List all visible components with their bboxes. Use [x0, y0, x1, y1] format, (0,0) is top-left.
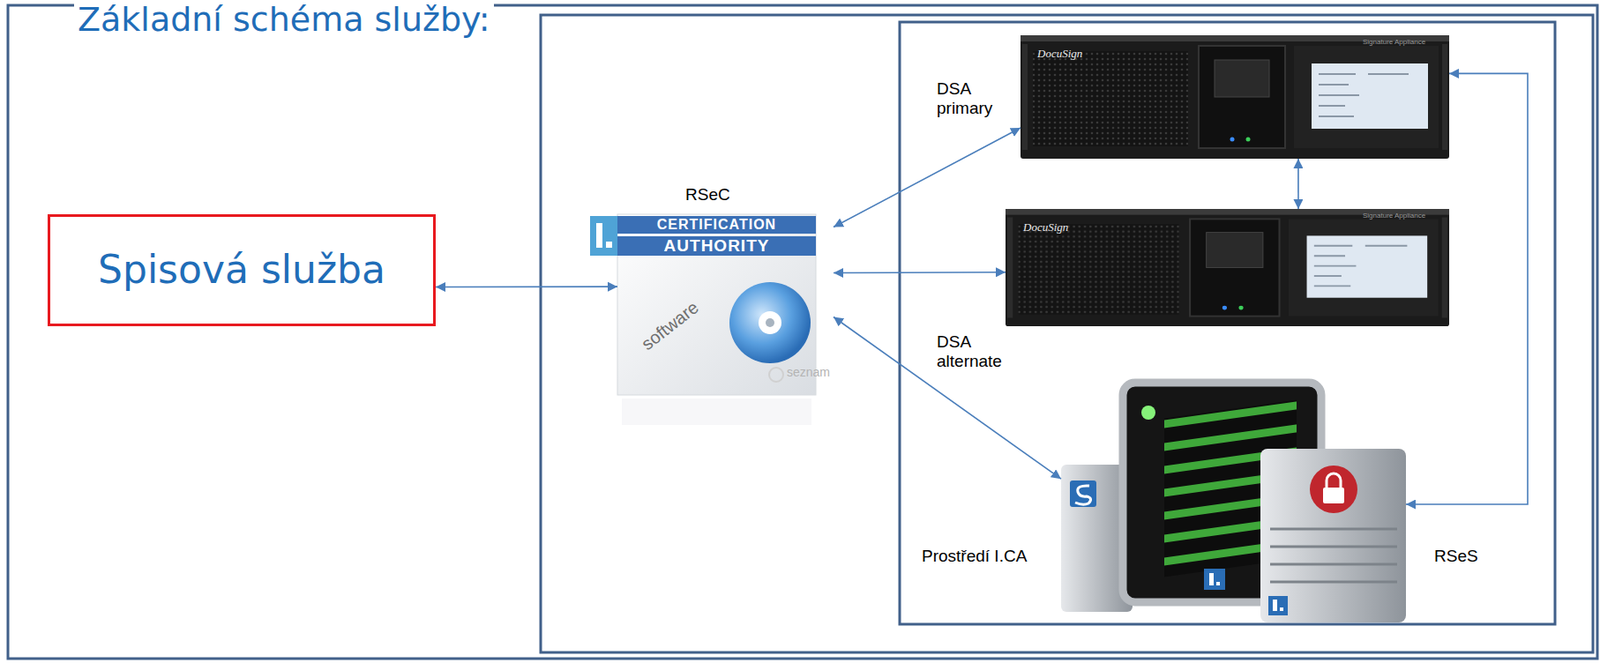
- software-box-illustration: [758, 311, 782, 335]
- watermark: seznam: [786, 365, 830, 380]
- node-heading: DSA primary: [936, 79, 993, 119]
- logo-text: CERTIFICATION: [617, 216, 816, 234]
- server-illustration: [1209, 573, 1214, 586]
- node-heading: RSeS: [1434, 546, 1479, 567]
- device-text: Signature Appliance: [1362, 211, 1426, 220]
- software-box-illustration: [590, 214, 816, 426]
- frames: [7, 5, 1598, 659]
- software-box-illustration: [617, 216, 816, 234]
- software-box-illustration: [729, 282, 811, 364]
- logo-text: AUTHORITY: [617, 236, 816, 256]
- frames: [899, 22, 1556, 625]
- device-text: Signature Appliance: [1362, 37, 1426, 46]
- connector-arrow: [833, 316, 1062, 479]
- server-illustration: [1216, 582, 1220, 586]
- frames: [540, 14, 1593, 653]
- server-illustration: [1075, 485, 1092, 505]
- server-illustration: [1270, 529, 1398, 583]
- server-illustration: [1069, 480, 1097, 508]
- server-illustration: [1326, 473, 1341, 488]
- software-box-illustration: [765, 318, 775, 328]
- server-illustration: [1270, 563, 1398, 567]
- server-node: RSeS: [1260, 448, 1406, 623]
- signature-appliance-illustration: [1020, 35, 1450, 159]
- server-illustration: [1323, 487, 1345, 504]
- device-logo: DocuSign: [1023, 220, 1069, 235]
- signature-appliance-illustration: [1005, 35, 1450, 327]
- diagram-title: Základní schéma služby:: [74, 0, 494, 41]
- node-heading: Prostředí I.CA: [921, 546, 1027, 567]
- software-box-illustration: [769, 367, 784, 382]
- server-node: Prostředí I.CA: [1061, 382, 1322, 613]
- connector-arrow: [833, 271, 1006, 274]
- server-illustration: [1203, 568, 1226, 591]
- server-illustration: [1270, 528, 1398, 531]
- software-box-illustration: [605, 241, 613, 248]
- software-box-illustration: [590, 216, 618, 256]
- appliance-node: DSA primary: [1020, 35, 1450, 159]
- server-illustration: [1270, 581, 1398, 584]
- connector-arrow: [1405, 73, 1528, 505]
- process-box: Spisová služba: [47, 214, 436, 327]
- box-label: Spisová služba: [97, 247, 386, 293]
- software-box-illustration: [617, 214, 816, 396]
- server-illustration: [1260, 448, 1406, 623]
- server-illustration: [1272, 599, 1278, 612]
- server-illustration: [1270, 545, 1398, 549]
- server-illustration: [1141, 405, 1156, 420]
- node-heading: RSeC: [685, 185, 731, 205]
- appliance-node: DSA alternate: [1005, 209, 1450, 327]
- signature-appliance-illustration: [1005, 209, 1450, 327]
- server-illustration: [1309, 465, 1358, 514]
- device-logo: DocuSign: [1037, 46, 1083, 61]
- server-illustration: [1061, 382, 1406, 623]
- connector-arrow: [833, 127, 1021, 228]
- software-box-illustration: [621, 398, 812, 426]
- frames: [7, 5, 1598, 659]
- software-box-illustration: [617, 236, 816, 256]
- software-box-illustration: [596, 223, 603, 248]
- server-illustration: [1279, 607, 1284, 612]
- node-heading: DSA alternate: [936, 332, 1002, 372]
- connector-arrow: [435, 285, 618, 288]
- connector-arrow: [1297, 158, 1300, 210]
- server-illustration: [1268, 596, 1288, 616]
